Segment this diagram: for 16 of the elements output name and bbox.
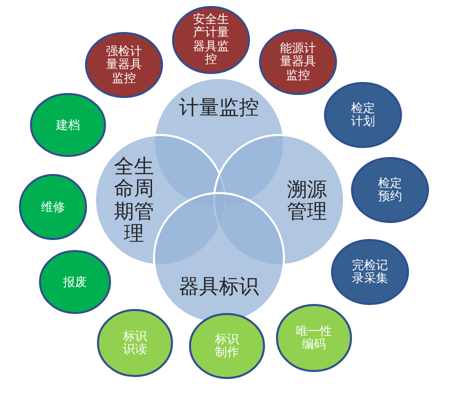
ellipse-label: 安全生产计量器具监控 (192, 13, 230, 67)
circle-label: 全生命周期管理 (113, 155, 155, 245)
ellipse-label: 强检计量器具监控 (105, 45, 143, 86)
ellipse-label: 检定计划 (350, 102, 376, 128)
circle-label: 溯源管理 (286, 178, 328, 222)
ellipse-label: 完检记录采集 (351, 258, 389, 286)
ellipse-label: 标识识读 (122, 330, 148, 356)
ellipse-label: 标识制作 (214, 332, 240, 360)
ellipse-label: 维修 (40, 200, 66, 214)
ellipse-label: 建档 (55, 118, 81, 132)
circle-label: 器具标识 (178, 275, 260, 298)
ellipse-label: 唯一性编码 (295, 324, 333, 352)
ellipse-label: 报废 (62, 276, 88, 289)
circle-label: 计量监控 (178, 96, 260, 118)
ellipse-label: 检定预约 (377, 176, 403, 204)
ellipse-label: 能源计量器具监控 (279, 42, 317, 82)
